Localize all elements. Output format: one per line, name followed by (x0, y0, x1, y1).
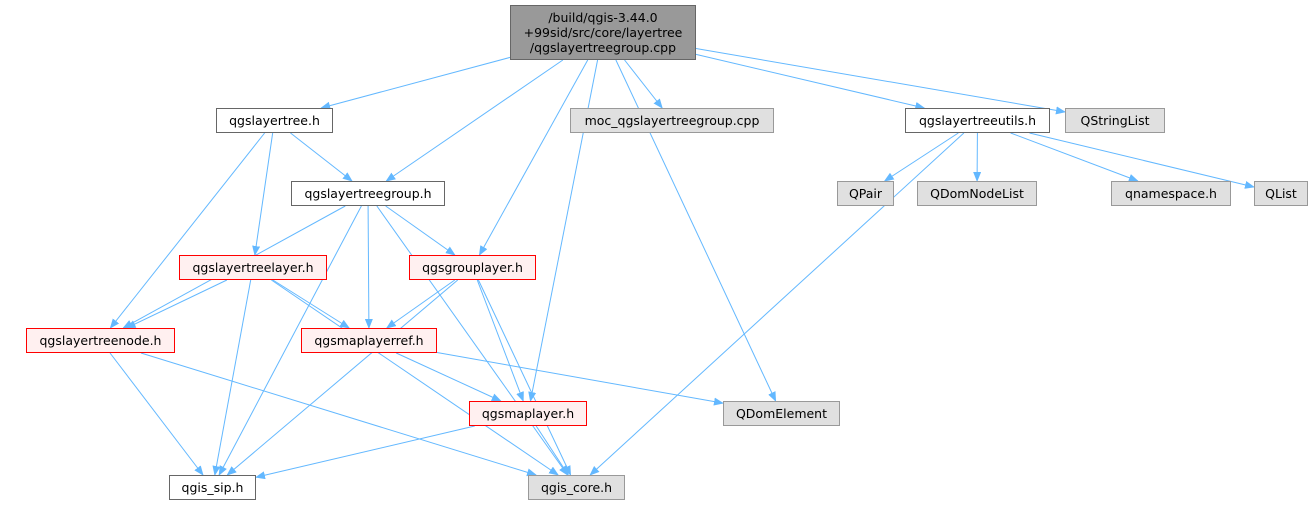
edge-qgslayertreelayer_h-to-qgis_core_h (271, 279, 559, 476)
node-qgsmaplayerref-h[interactable]: qgsmaplayerref.h (301, 328, 437, 353)
edge-qgslayertreenode_h-to-qgis_sip_h (109, 352, 204, 476)
edge-qgslayertreeutils_h-to-qlist (1029, 132, 1255, 189)
edge-qgsgrouplayer_h-to-qgis_core_h (477, 279, 572, 476)
edge-qgsmaplayer_h-to-qgis_core_h (535, 425, 569, 476)
node-qnamespace-h[interactable]: qnamespace.h (1111, 181, 1231, 206)
node-line: /qgslayertreegroup.cpp (529, 40, 677, 55)
node-label: QPair (848, 185, 883, 201)
node-qgslayertree-h[interactable]: qgslayertree.h (216, 108, 333, 133)
node-qgis-core-h[interactable]: qgis_core.h (528, 475, 625, 500)
edge-qgsgrouplayer_h-to-qgis_sip_h (226, 279, 459, 476)
node-qpair[interactable]: QPair (837, 181, 894, 206)
edge-qgslayertreegroup_h-to-qgis_sip_h (218, 205, 362, 476)
node-qlist[interactable]: QList (1254, 181, 1308, 206)
edge-qgslayertreegroup_h-to-qgsgrouplayer_h (385, 205, 456, 256)
edge-qgslayertreegroup_h-to-qgis_core_h (376, 205, 569, 476)
node-qgsgrouplayer-h[interactable]: qgsgrouplayer.h (409, 255, 536, 280)
node-label: qgslayertree.h (229, 112, 320, 128)
node-qgslayertreeutils-h[interactable]: qgslayertreeutils.h (905, 108, 1050, 133)
edge-qgslayertreeutils_h-to-qnamespace_h (1010, 132, 1139, 182)
node-label: qgsgrouplayer.h (422, 259, 523, 275)
edge-qgslayertree_h-to-qgslayertreegroup_h (290, 132, 353, 182)
node-qstringlist[interactable]: QStringList (1065, 108, 1165, 133)
node-line: /build/qgis-3.44.0 (548, 10, 658, 25)
node-qgslayertreegroup-h[interactable]: qgslayertreegroup.h (291, 181, 445, 206)
edge-qgsmaplayer_h-to-qgis_sip_h (255, 425, 475, 480)
edge-qgslayertreelayer_h-to-qgis_sip_h (212, 279, 252, 476)
node-label: qgslayertreegroup.h (304, 185, 432, 201)
edge-qgslayertreenode_h-to-qgis_core_h (140, 352, 537, 477)
edge-qgslayertreelayer_h-to-qgsmaplayerref_h (272, 279, 350, 329)
edge-root-to-qgsgrouplayer_h (478, 59, 589, 256)
node-qgis-sip-h[interactable]: qgis_sip.h (169, 475, 256, 500)
node-label: qgslayertreeutils.h (918, 112, 1037, 128)
node-qdomnodelist[interactable]: QDomNodeList (917, 181, 1037, 206)
edge-qgslayertreelayer_h-to-qgslayertreenode_h (125, 279, 228, 329)
edge-qgslayertree_h-to-qgslayertreenode_h (109, 132, 266, 329)
node-moc-qgslayertreegroup-cpp[interactable]: moc_qgslayertreegroup.cpp (570, 108, 774, 133)
node-label: qnamespace.h (1125, 185, 1217, 201)
node-label: QList (1265, 185, 1297, 201)
node-qgslayertreenode-h[interactable]: qgslayertreenode.h (26, 328, 175, 353)
node-root-file[interactable]: /build/qgis-3.44.0 +99sid/src/core/layer… (510, 5, 696, 60)
edge-root-to-qgslayertree_h (320, 56, 511, 110)
edge-qgsmaplayerref_h-to-qdomelement (436, 352, 724, 406)
edge-qgsgrouplayer_h-to-qgsmaplayerref_h (385, 279, 456, 329)
edge-qgsgrouplayer_h-to-qgsmaplayer_h (476, 279, 524, 402)
edge-qgsmaplayerref_h-to-qgsmaplayer_h (396, 352, 502, 402)
node-label: QDomElement (735, 405, 828, 421)
edge-qgslayertreeutils_h-to-qpair (883, 132, 959, 182)
node-label: qgsmaplayer.h (481, 405, 575, 421)
node-label: QStringList (1080, 112, 1150, 128)
edge-root-to-qstringlist (695, 47, 1066, 115)
node-qgsmaplayer-h[interactable]: qgsmaplayer.h (469, 401, 587, 426)
node-label: moc_qgslayertreegroup.cpp (584, 112, 760, 128)
edge-qgslayertreegroup_h-to-qgsmaplayerref_h (364, 205, 373, 329)
node-line: +99sid/src/core/layertree (523, 25, 683, 40)
node-label: qgis_sip.h (181, 479, 244, 495)
node-label: QDomNodeList (930, 185, 1024, 201)
edge-qgslayertreeutils_h-to-qgis_core_h (589, 132, 965, 476)
edge-root-to-qgslayertreegroup_h (385, 59, 564, 182)
edge-root-to-moc_cpp (624, 59, 663, 109)
edge-qgslayertree_h-to-qgslayertreelayer_h (252, 132, 274, 256)
node-label: qgis_core.h (540, 479, 613, 495)
node-label: qgslayertreenode.h (39, 332, 162, 348)
node-qdomelement[interactable]: QDomElement (723, 401, 840, 426)
node-label: qgsmaplayerref.h (314, 332, 424, 348)
edge-root-to-qgslayertreeutils_h (695, 53, 926, 110)
node-qgslayertreelayer-h[interactable]: qgslayertreelayer.h (179, 255, 327, 280)
node-label: qgslayertreelayer.h (192, 259, 314, 275)
